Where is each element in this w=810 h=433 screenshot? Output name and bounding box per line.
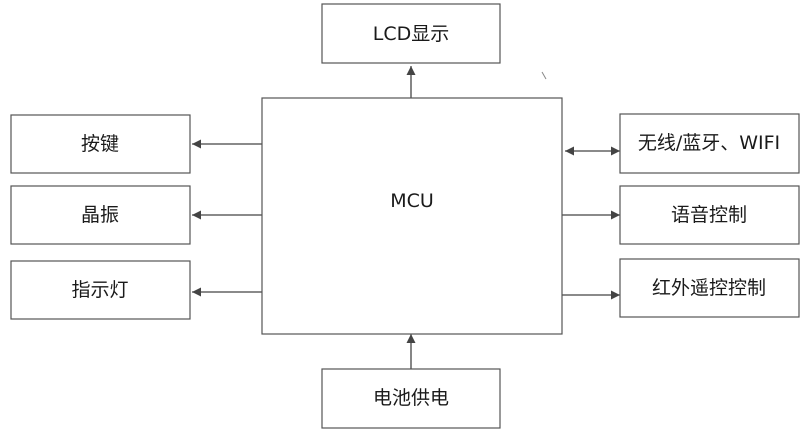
node-voice-label: 语音控制 — [671, 204, 747, 226]
node-crystal: 晶振 — [10, 185, 191, 245]
node-voice-box — [619, 185, 800, 245]
node-battery-label: 电池供电 — [373, 387, 449, 409]
scan-speck — [541, 71, 547, 80]
node-wireless-label: 无线/蓝牙、WIFI — [638, 132, 780, 154]
node-indicator-box — [10, 260, 191, 320]
node-lcd-label: LCD显示 — [373, 23, 449, 45]
node-keys-box — [10, 114, 191, 174]
connectors — [192, 66, 620, 369]
node-ir-remote-label: 红外遥控控制 — [652, 277, 766, 299]
node-ir-remote: 红外遥控控制 — [619, 258, 800, 318]
node-lcd: LCD显示 — [321, 3, 501, 64]
node-crystal-box — [10, 185, 191, 245]
node-keys-label: 按键 — [81, 133, 119, 155]
node-lcd-box — [321, 3, 501, 64]
node-ir-remote-box — [619, 258, 800, 318]
node-indicator-label: 指示灯 — [71, 279, 128, 301]
node-mcu: MCU — [261, 97, 563, 335]
node-wireless-box — [619, 113, 800, 174]
node-mcu-label: MCU — [390, 190, 434, 212]
node-battery: 电池供电 — [321, 368, 501, 429]
node-voice: 语音控制 — [619, 185, 800, 245]
node-crystal-label: 晶振 — [81, 204, 119, 226]
node-wireless: 无线/蓝牙、WIFI — [619, 113, 800, 174]
node-mcu-box — [261, 97, 563, 335]
node-battery-box — [321, 368, 501, 429]
node-keys: 按键 — [10, 114, 191, 174]
node-indicator: 指示灯 — [10, 260, 191, 320]
